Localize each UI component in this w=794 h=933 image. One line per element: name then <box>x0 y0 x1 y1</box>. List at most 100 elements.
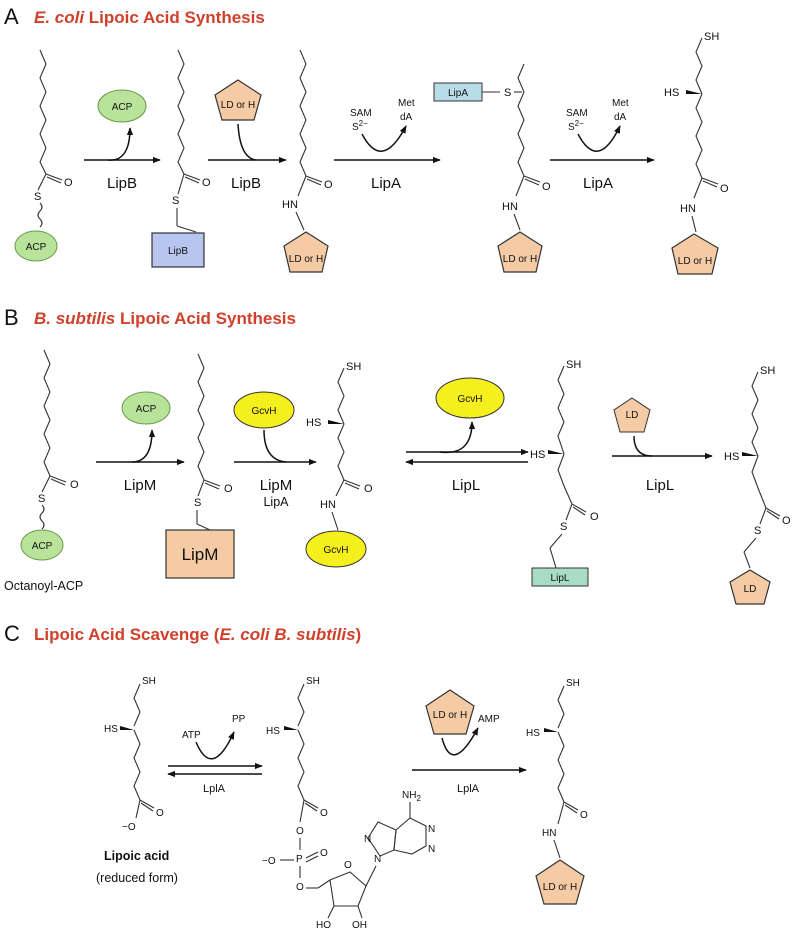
svg-text:HS: HS <box>104 724 118 735</box>
svg-text:HN: HN <box>502 201 518 213</box>
svg-text:HS: HS <box>266 726 280 737</box>
svg-text:ACP: ACP <box>136 404 157 415</box>
c-step-2: LD or H AMP LplA <box>412 689 527 795</box>
c-step-1: ATP PP LplA <box>167 714 263 795</box>
svg-text:S: S <box>172 195 179 207</box>
a-curved-arrow-1 <box>107 127 134 161</box>
svg-text:S: S <box>194 497 201 509</box>
svg-text:SAM: SAM <box>350 108 372 119</box>
a-octanoyl-acp: O S ACP <box>14 49 73 262</box>
svg-text:−O: −O <box>122 822 136 833</box>
c-lipoyl-ld: SH HS O HN LD or H <box>526 678 588 905</box>
b-lipoyl-lipl: SH HS O S LipL <box>530 359 599 587</box>
panel-c: C Lipoic Acid Scavenge (E. coli B. subti… <box>4 621 588 931</box>
svg-text:SH: SH <box>704 31 719 43</box>
svg-text:LD or H: LD or H <box>503 254 537 265</box>
acp-released-ellipse <box>97 89 147 123</box>
svg-text:LD or H: LD or H <box>678 256 712 267</box>
svg-text:O: O <box>296 826 304 837</box>
a-enzyme-lipa-1: LipA <box>371 175 401 192</box>
acp-ellipse <box>14 230 58 262</box>
panel-c-title: Lipoic Acid Scavenge (E. coli B. subtili… <box>34 625 361 644</box>
svg-text:LD or H: LD or H <box>543 882 577 893</box>
svg-text:LplA: LplA <box>203 783 226 795</box>
svg-text:S: S <box>754 525 761 537</box>
ld-pentagon <box>613 397 651 433</box>
svg-text:LipA: LipA <box>263 495 289 509</box>
svg-text:N: N <box>364 834 371 845</box>
panel-c-letter: C <box>4 621 20 646</box>
svg-text:N: N <box>428 844 435 855</box>
octanoyl-acp-caption: Octanoyl-ACP <box>4 579 83 593</box>
svg-text:O: O <box>320 808 328 819</box>
svg-text:O: O <box>542 181 551 193</box>
c-lipoyl-amp: SH HS O O P −O O O HO OH <box>262 676 435 931</box>
a-wavy-bond <box>37 202 43 228</box>
panel-b: B B. subtilis Lipoic Acid Synthesis O S … <box>4 305 791 605</box>
lipa-box-label: LipA <box>448 88 468 99</box>
svg-text:S2−: S2− <box>352 119 368 133</box>
reduced-form-caption: (reduced form) <box>96 871 178 885</box>
svg-text:ATP: ATP <box>182 730 201 741</box>
svg-text:AMP: AMP <box>478 714 500 725</box>
svg-text:S: S <box>38 493 45 505</box>
panel-b-letter: B <box>4 305 19 330</box>
a-chain-1 <box>39 49 47 175</box>
b-step-2: GcvH LipM LipA <box>233 391 317 509</box>
svg-text:HN: HN <box>282 199 298 211</box>
svg-text:HS: HS <box>530 449 545 461</box>
svg-text:dA: dA <box>614 112 627 123</box>
svg-text:LD: LD <box>626 410 639 421</box>
svg-text:HS: HS <box>664 87 679 99</box>
svg-text:SH: SH <box>142 676 156 687</box>
a-oxygen-1: O <box>64 177 73 189</box>
svg-text:Met: Met <box>612 98 629 109</box>
svg-text:O: O <box>580 810 588 821</box>
svg-text:HO: HO <box>316 920 331 931</box>
svg-text:S2−: S2− <box>568 119 584 133</box>
lipl-box <box>531 567 589 587</box>
svg-text:LD or H: LD or H <box>433 710 467 721</box>
a-enzyme-lipb-2: LipB <box>231 175 261 192</box>
panel-a-letter: A <box>4 4 19 29</box>
b-lipoyl-ld: SH HS O S LD <box>724 365 791 605</box>
svg-text:P: P <box>296 854 303 865</box>
svg-text:O: O <box>156 808 164 819</box>
panel-a: A E. coli Lipoic Acid Synthesis O S ACP … <box>4 4 729 275</box>
svg-text:S: S <box>560 521 567 533</box>
svg-text:HS: HS <box>724 451 739 463</box>
a-enzyme-lipa-2: LipA <box>583 175 613 192</box>
svg-text:N: N <box>374 854 381 865</box>
a-enzyme-lipb-1: LipB <box>107 175 137 192</box>
lipl-box-label: LipL <box>551 573 570 584</box>
svg-text:SH: SH <box>566 359 581 371</box>
a-step-1: ACP LipB <box>84 89 161 192</box>
svg-text:O: O <box>202 177 211 189</box>
a-lipoyl-ld: SH HS O HN LD or H <box>664 31 729 275</box>
svg-text:ACP: ACP <box>32 541 53 552</box>
svg-text:SH: SH <box>566 678 580 689</box>
svg-text:HN: HN <box>680 203 696 215</box>
lipm-box-label: LipM <box>182 545 219 564</box>
svg-text:O: O <box>320 848 328 859</box>
svg-text:LD or H: LD or H <box>289 254 323 265</box>
a-octanoyl-ld: O HN LD or H <box>282 49 333 273</box>
svg-text:S: S <box>504 87 511 99</box>
svg-text:SH: SH <box>306 676 320 687</box>
b-step-4: LD LipL <box>612 397 713 494</box>
svg-text:LipL: LipL <box>452 477 480 494</box>
svg-text:LD: LD <box>744 584 757 595</box>
gcvh-ellipse <box>233 391 295 429</box>
svg-text:Met: Met <box>398 98 415 109</box>
b-step-3: GcvH LipL <box>405 377 529 494</box>
svg-text:O: O <box>70 479 79 491</box>
c-lipoic-acid: SH HS O −O Lipoic acid (reduced form) <box>96 676 178 885</box>
b-step-1: ACP LipM <box>96 391 185 494</box>
acp-released-label: ACP <box>112 102 133 113</box>
svg-text:O: O <box>344 860 352 871</box>
panel-b-title: B. subtilis Lipoic Acid Synthesis <box>34 309 296 328</box>
svg-text:O: O <box>590 511 599 523</box>
lipoic-acid-caption: Lipoic acid <box>104 849 169 863</box>
b-lipoyl-gcvh: SH HS O HN GcvH <box>305 361 373 568</box>
